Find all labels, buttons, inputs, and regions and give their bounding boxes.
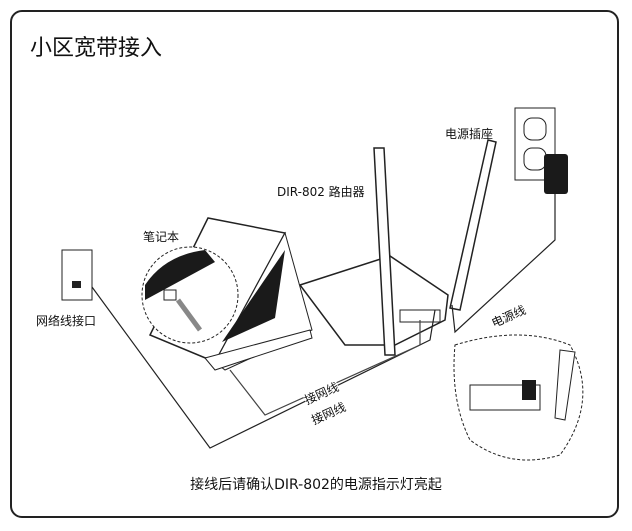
ethernet-cable-laptop [229,320,421,416]
diagram-title: 小区宽带接入 [30,36,163,61]
laptop-icon [141,217,313,371]
wall-port-label: 网络线接口 [36,312,97,329]
wall-network-port [61,249,93,301]
power-cable [451,194,556,334]
diagram-frame [10,10,619,518]
router-ports-zoom-inset [453,334,584,461]
router-label: DIR-802 路由器 [277,185,365,199]
router-icon [298,139,497,356]
laptop-label: 笔记本 [143,230,180,244]
power-outlet-icon [514,107,568,194]
power-outlet-label: 电源插座 [445,127,494,141]
instruction-caption: 接线后请确认DIR-802的电源指示灯亮起 [190,477,442,493]
